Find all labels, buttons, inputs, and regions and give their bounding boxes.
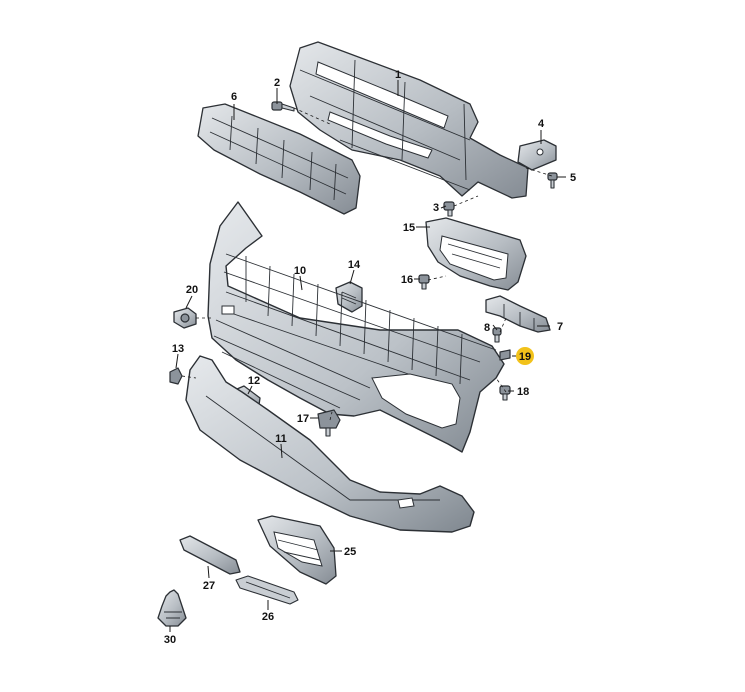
part-13-clip (169, 367, 183, 385)
callout-6: 6 (231, 91, 237, 103)
part-17-clip (317, 409, 341, 437)
part-2-bolt (271, 101, 295, 112)
callout-5: 5 (570, 172, 576, 184)
part-3-screw (443, 201, 455, 217)
part-14-bracket (335, 281, 363, 313)
part-7-guide-bracket (485, 295, 551, 333)
callout-8: 8 (484, 322, 490, 334)
callout-1: 1 (395, 69, 401, 81)
part-8-clip (492, 327, 502, 343)
callout-15: 15 (403, 222, 415, 234)
part-10-bumper-cover (207, 201, 505, 453)
part-30-cap (157, 589, 187, 627)
callout-12: 12 (248, 375, 260, 387)
part-27-trim-strip (179, 535, 241, 575)
part-6-absorber (197, 103, 361, 215)
callout-3: 3 (433, 202, 439, 214)
leader-lines (169, 80, 566, 632)
callout-11: 11 (275, 433, 287, 445)
assembly-lines (181, 107, 553, 421)
part-1-carrier (289, 41, 529, 199)
part-19-clip (499, 349, 511, 361)
callout-30: 30 (164, 634, 176, 646)
part-15-grille-frame (425, 217, 527, 291)
callout-27: 27 (203, 580, 215, 592)
highlight-marker-19 (516, 347, 534, 365)
callout-10: 10 (294, 265, 306, 277)
part-20-sensor-holder (173, 307, 197, 329)
callout-17: 17 (297, 413, 309, 425)
callout-16: 16 (401, 274, 413, 286)
callout-20: 20 (186, 284, 198, 296)
callout-26: 26 (262, 611, 274, 623)
part-26-trim-strip (235, 575, 299, 605)
callout-14: 14 (348, 259, 361, 271)
callout-19: 19 (519, 351, 531, 363)
part-4-bracket (517, 139, 557, 171)
part-18-screw (499, 385, 511, 401)
callout-13: 13 (172, 343, 184, 355)
callout-labels: 1 2 6 4 5 3 15 10 14 16 7 8 20 13 12 17 … (164, 69, 576, 646)
callout-4: 4 (538, 118, 545, 130)
callout-18: 18 (517, 386, 529, 398)
part-11-spoiler (185, 355, 475, 533)
callout-2: 2 (274, 77, 280, 89)
part-16-screw (418, 274, 430, 290)
callout-25: 25 (344, 546, 356, 558)
callout-7: 7 (557, 321, 563, 333)
part-25-fog-grille (257, 515, 337, 585)
